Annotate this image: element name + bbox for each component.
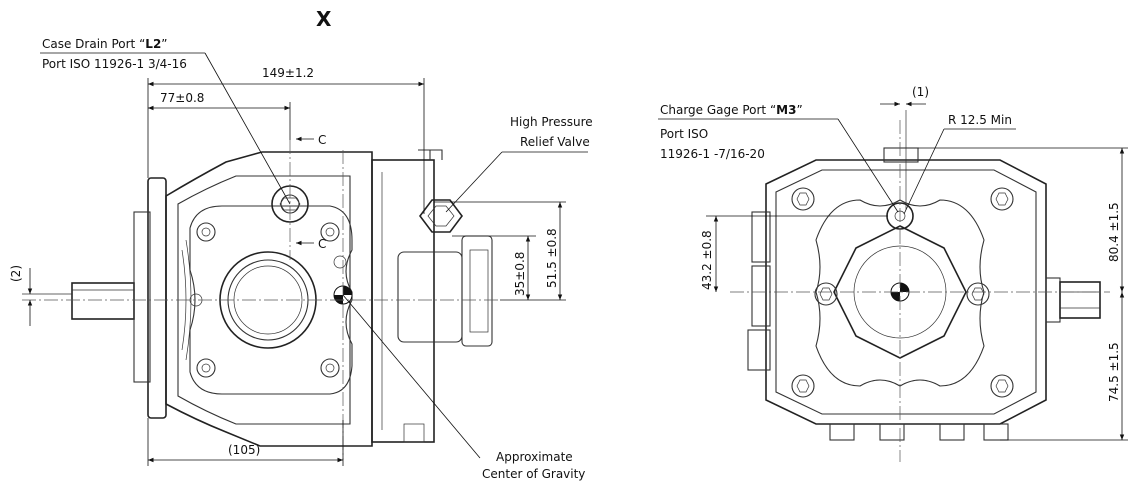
top-offset-dim: (1) <box>912 85 929 99</box>
case-drain-port-spec: Port ISO 11926-1 3/4-16 <box>42 57 187 71</box>
overall-width-dim: 149±1.2 <box>262 66 314 80</box>
cg-leader <box>342 294 481 459</box>
end-view-body <box>765 159 1047 425</box>
radius-leader <box>903 128 945 215</box>
rear-valve-block <box>371 159 435 443</box>
relief-valve-label-line2: Relief Valve <box>520 135 590 149</box>
valve-height-a-dim: 35±0.8 <box>513 252 527 296</box>
charge-gage-port-spec-2: 11926-1 -7/16-20 <box>660 147 765 161</box>
view-title: X <box>316 7 332 31</box>
flange-offset-dim: 77±0.8 <box>160 91 204 105</box>
radius-label: R 12.5 Min <box>948 113 1012 127</box>
charge-gage-port-spec-1: Port ISO <box>660 127 708 141</box>
valve-height-b-dim: 51.5 ±0.8 <box>545 228 559 288</box>
relief-valve-label-line1: High Pressure <box>510 115 593 129</box>
relief-valve-hex <box>419 199 463 233</box>
side-fitting <box>1059 281 1101 319</box>
endcap-outline <box>189 205 353 395</box>
section-marker-bottom: C <box>318 237 326 251</box>
case-drain-port-label: Case Drain Port “L2” <box>42 37 168 51</box>
right-lower-dim: 74.5 ±1.5 <box>1107 342 1121 402</box>
right-pump-view: (1) Charge Gage Port “M3” Port ISO 11926… <box>658 85 1128 462</box>
end-view-bolts <box>791 187 1014 398</box>
charge-gage-leader <box>837 118 899 213</box>
relief-valve-leader <box>445 151 503 213</box>
cg-label-line2: Center of Gravity <box>482 467 585 481</box>
cg-label-line1: Approximate <box>496 450 573 464</box>
inner-housing <box>815 199 985 387</box>
section-marker-top: C <box>318 133 326 147</box>
mounting-flange <box>147 177 167 419</box>
side-offset-dim: (2) <box>9 265 23 282</box>
left-height-dim: 43.2 ±0.8 <box>700 230 714 290</box>
cg-distance-dim: (105) <box>228 443 260 457</box>
left-pump-view: Case Drain Port “L2” Port ISO 11926-1 3/… <box>9 37 593 481</box>
pump-housing <box>165 151 373 447</box>
right-upper-dim: 80.4 ±1.5 <box>1107 202 1121 262</box>
charge-gage-port-label: Charge Gage Port “M3” <box>660 103 803 117</box>
case-drain-leader <box>204 52 291 205</box>
drive-shaft <box>71 282 135 320</box>
housing-bolts <box>189 222 347 378</box>
